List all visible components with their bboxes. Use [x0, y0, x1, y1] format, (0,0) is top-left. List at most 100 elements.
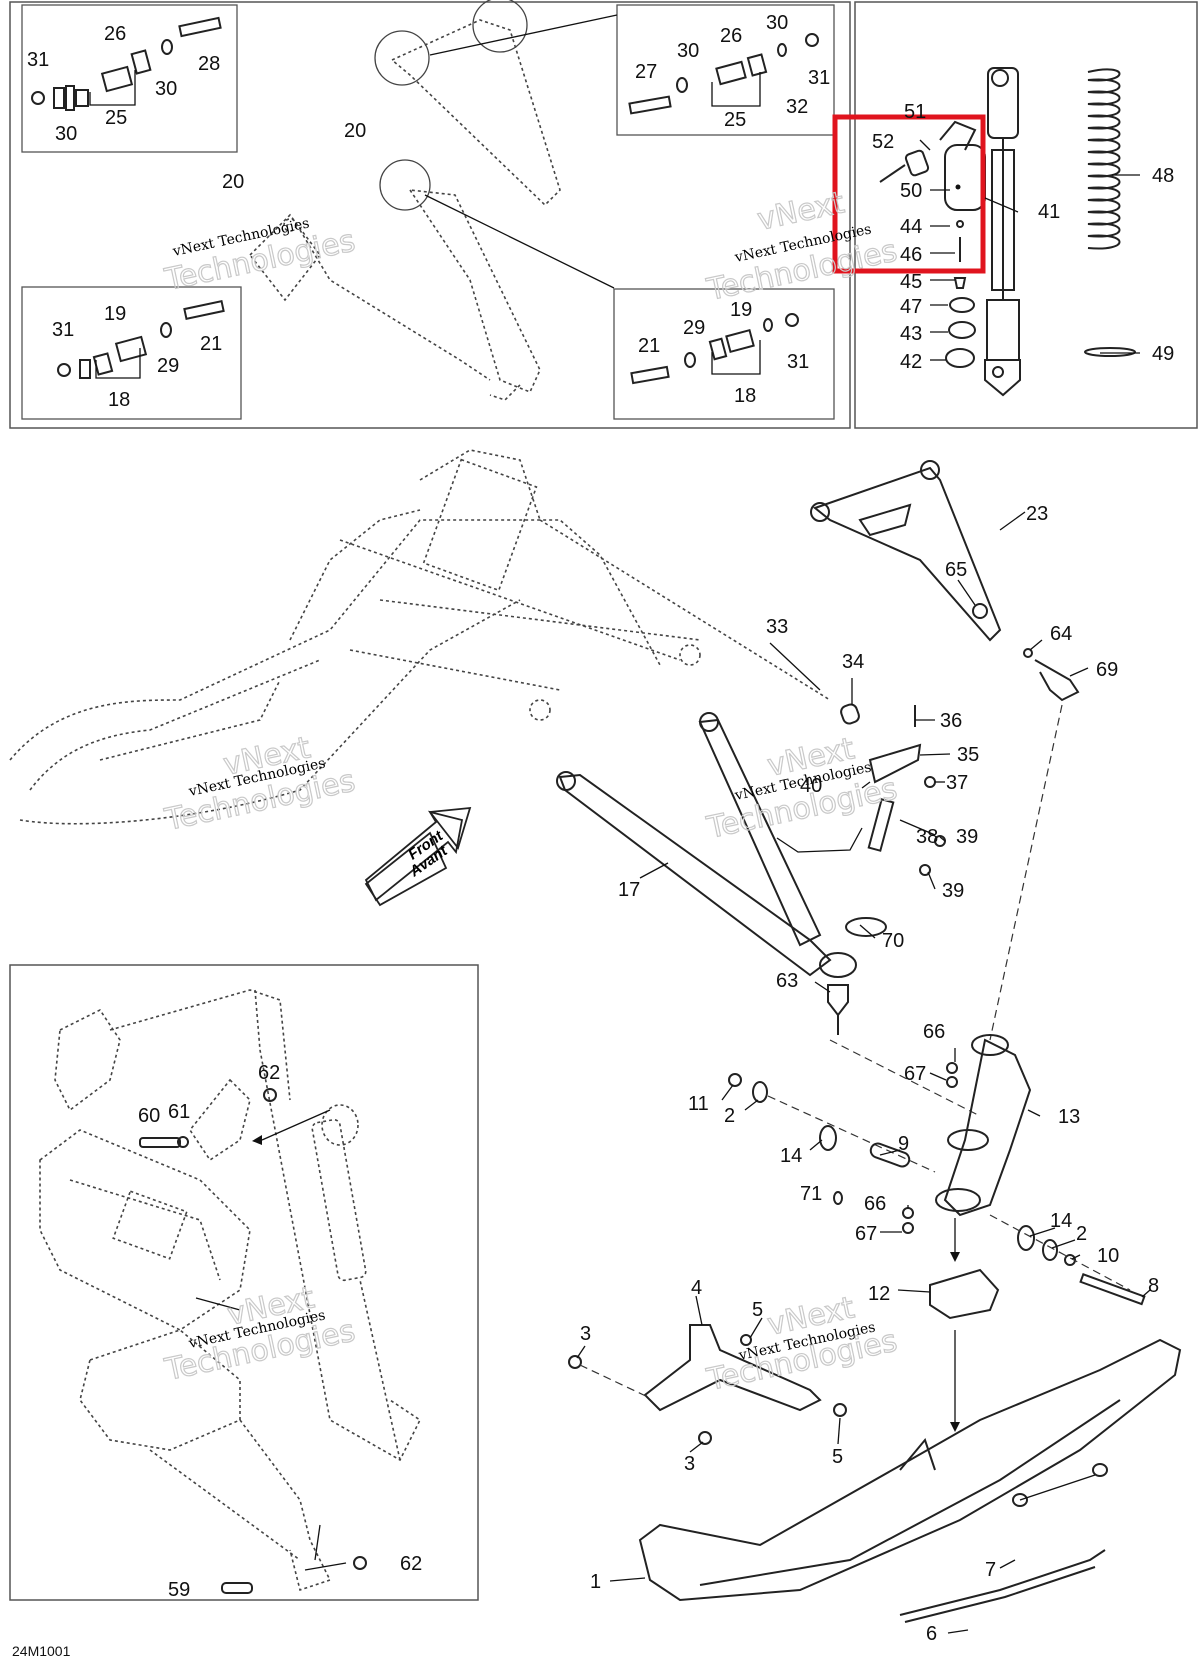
callout-20: 20 — [344, 120, 366, 142]
callout-38: 38 — [916, 826, 938, 848]
callout-6: 6 — [926, 1623, 937, 1645]
callout-63: 63 — [776, 970, 798, 992]
inset-parts-bottom-right — [630, 313, 799, 385]
callout-44: 44 — [900, 216, 922, 238]
callout-8: 8 — [1148, 1275, 1159, 1297]
callout-31: 31 — [808, 67, 830, 89]
callout-5: 5 — [832, 1446, 843, 1468]
inset-parts-top-left — [31, 16, 222, 111]
callout-leaders — [576, 139, 1151, 1634]
callout-62: 62 — [258, 1062, 280, 1084]
inset-parts-bottom-left — [57, 299, 225, 379]
callout-67: 67 — [904, 1063, 926, 1085]
inset-box-bottom-left — [21, 286, 242, 420]
callout-30: 30 — [55, 123, 77, 145]
callout-10: 10 — [1097, 1245, 1119, 1267]
callout-31: 31 — [787, 351, 809, 373]
lower-a-arm-part-17 — [556, 703, 946, 1035]
inset-box-top-left — [21, 4, 238, 153]
callout-21: 21 — [200, 333, 222, 355]
callout-27: 27 — [635, 61, 657, 83]
callout-26: 26 — [104, 23, 126, 45]
callout-26: 26 — [720, 25, 742, 47]
callout-48: 48 — [1152, 165, 1174, 187]
callout-12: 12 — [868, 1283, 890, 1305]
top-right-panel — [854, 1, 1198, 429]
inset-box-bottom-right — [613, 288, 835, 420]
callout-18: 18 — [108, 389, 130, 411]
callout-39: 39 — [942, 880, 964, 902]
callout-1: 1 — [590, 1571, 601, 1593]
upper-a-arm-part-23 — [810, 460, 1080, 702]
drawing-code: 24M1001 — [12, 1643, 71, 1659]
callout-labels: 31 26 28 30 25 30 20 20 27 30 26 30 31 2… — [27, 12, 1174, 1645]
callout-65: 65 — [945, 559, 967, 581]
callout-39: 39 — [956, 826, 978, 848]
callout-29: 29 — [683, 317, 705, 339]
callout-51: 51 — [904, 101, 926, 123]
upper-a-arm-view — [248, 0, 618, 401]
callout-69: 69 — [1096, 659, 1118, 681]
callout-14: 14 — [1050, 1210, 1072, 1232]
callout-36: 36 — [940, 710, 962, 732]
inset-parts-top-right — [628, 33, 819, 115]
callout-71: 71 — [800, 1183, 822, 1205]
callout-52: 52 — [872, 131, 894, 153]
callout-17: 17 — [618, 879, 640, 901]
callout-19: 19 — [104, 303, 126, 325]
top-left-panel — [9, 1, 851, 429]
callout-66: 66 — [923, 1021, 945, 1043]
callout-2: 2 — [1076, 1223, 1087, 1245]
callout-33: 33 — [766, 616, 788, 638]
ski-part-1 — [638, 1338, 1182, 1623]
callout-4: 4 — [691, 1277, 702, 1299]
callout-3: 3 — [684, 1453, 695, 1475]
callout-37: 37 — [946, 772, 968, 794]
callout-13: 13 — [1058, 1106, 1080, 1128]
callout-70: 70 — [882, 930, 904, 952]
inset-box-top-right — [616, 4, 835, 136]
callout-29: 29 — [157, 355, 179, 377]
callout-49: 49 — [1152, 343, 1174, 365]
callout-46: 46 — [900, 244, 922, 266]
callout-7: 7 — [985, 1559, 996, 1581]
callout-3: 3 — [580, 1323, 591, 1345]
callout-30: 30 — [766, 12, 788, 34]
callout-30: 30 — [155, 78, 177, 100]
callout-25: 25 — [724, 109, 746, 131]
highlight-box — [832, 114, 986, 274]
callout-30: 30 — [677, 40, 699, 62]
callout-35: 35 — [957, 744, 979, 766]
callout-45: 45 — [900, 271, 922, 293]
callout-23: 23 — [1026, 503, 1048, 525]
callout-61: 61 — [168, 1101, 190, 1123]
callout-47: 47 — [900, 296, 922, 318]
dash-line-69-13 — [989, 704, 1063, 1041]
callout-43: 43 — [900, 323, 922, 345]
callout-40: 40 — [800, 775, 822, 797]
callout-9: 9 — [898, 1133, 909, 1155]
callout-2: 2 — [724, 1105, 735, 1127]
callout-32: 32 — [786, 96, 808, 118]
bottom-left-assembly-view — [39, 989, 422, 1594]
callout-66: 66 — [864, 1193, 886, 1215]
callout-18: 18 — [734, 385, 756, 407]
callout-14: 14 — [780, 1145, 802, 1167]
frame-view — [9, 449, 831, 825]
callout-42: 42 — [900, 351, 922, 373]
callout-64: 64 — [1050, 623, 1072, 645]
callout-67: 67 — [855, 1223, 877, 1245]
callout-31: 31 — [52, 319, 74, 341]
callout-21: 21 — [638, 335, 660, 357]
bottom-left-panel — [9, 964, 479, 1601]
callout-11: 11 — [688, 1093, 709, 1115]
callout-34: 34 — [842, 651, 864, 673]
callout-28: 28 — [198, 53, 220, 75]
callout-25: 25 — [105, 107, 127, 129]
spindle-hardware — [728, 1073, 1146, 1432]
callout-19: 19 — [730, 299, 752, 321]
callout-41: 41 — [1038, 201, 1060, 223]
callout-50: 50 — [900, 180, 922, 202]
front-direction-arrow: Front Avant — [364, 806, 472, 907]
